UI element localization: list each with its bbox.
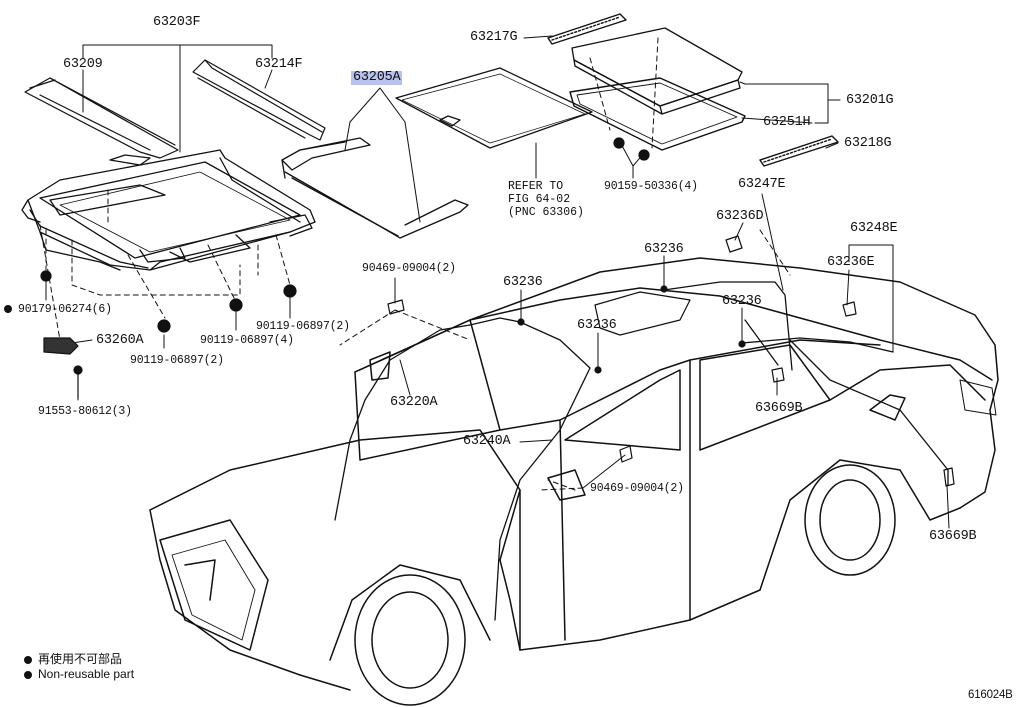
- legend-japanese-text: 再使用不可部品: [38, 652, 123, 666]
- sunroof-glass: [571, 27, 743, 115]
- label-63220A: 63220A: [390, 395, 438, 410]
- sunroof-housing: [21, 149, 316, 271]
- left-fasteners: [40, 270, 297, 399]
- legend-dot: [24, 655, 32, 664]
- car-sunroof-opening: [594, 291, 691, 336]
- front-frame: [192, 59, 326, 141]
- legend-japanese: 再使用不可部品: [24, 650, 122, 667]
- label-90159-50336: 90159-50336(4): [604, 180, 698, 193]
- hose-end-parts: [387, 235, 955, 487]
- glass-screws: [613, 137, 650, 161]
- sunshade-panel: [395, 67, 593, 149]
- weatherstrip-front: [547, 13, 627, 45]
- label-63205A: 63205A: [351, 70, 403, 85]
- label-90119-06897-a: 90119-06897(2): [130, 354, 224, 367]
- label-63209: 63209: [63, 57, 103, 72]
- label-63201G: 63201G: [846, 93, 894, 108]
- label-63218G: 63218G: [844, 136, 892, 151]
- drain-hoses: [334, 281, 949, 621]
- label-63236-windshield: 63236: [503, 275, 543, 290]
- label-63248E: 63248E: [850, 221, 898, 236]
- label-90119-06897-c: 90119-06897(2): [256, 320, 350, 333]
- label-91553-80612: 91553-80612(3): [38, 405, 132, 418]
- figure-id: 616024B: [968, 689, 1013, 701]
- label-90469-upper: 90469-09004(2): [362, 262, 456, 275]
- label-90179-06274: 90179-06274(6): [4, 303, 112, 317]
- reference-line-2: FIG 64-02: [508, 193, 571, 206]
- label-63247E: 63247E: [738, 177, 786, 192]
- label-63240A: 63240A: [463, 434, 511, 449]
- label-63260A: 63260A: [96, 333, 144, 348]
- label-63236-rear: 63236: [722, 294, 762, 309]
- reference-note: REFER TO FIG 64-02 (PNC 63306): [508, 180, 584, 219]
- wind-deflector: [24, 77, 179, 159]
- label-63251H: 63251H: [763, 115, 811, 130]
- reference-line-3: (PNC 63306): [508, 206, 584, 219]
- non-reusable-dot: [4, 304, 12, 313]
- legend-english-text: Non-reusable part: [38, 667, 135, 681]
- shade-rail-frame: [281, 137, 469, 239]
- label-63236D: 63236D: [716, 209, 764, 224]
- label-63236-pillar: 63236: [577, 318, 617, 333]
- label-63203F: 63203F: [153, 15, 201, 30]
- label-90119-06897-b: 90119-06897(4): [200, 334, 294, 347]
- label-63236E: 63236E: [827, 255, 875, 270]
- label-63236-roof: 63236: [644, 242, 684, 257]
- reference-line-1: REFER TO: [508, 180, 564, 193]
- label-63669B-lower: 63669B: [929, 529, 977, 544]
- label-90469-lower: 90469-09004(2): [590, 482, 684, 495]
- car-body: [149, 257, 999, 706]
- weatherstrip-rear: [759, 135, 839, 167]
- hose-clips: [517, 285, 746, 374]
- glass-seal: [569, 77, 746, 151]
- legend-dot: [24, 670, 32, 679]
- legend-english: Non-reusable part: [24, 667, 134, 681]
- leader-lines: [39, 35, 950, 529]
- label-63214F: 63214F: [255, 57, 303, 72]
- label-90179-text: 90179-06274(6): [18, 303, 112, 316]
- label-63217G: 63217G: [470, 30, 518, 45]
- label-63669B-upper: 63669B: [755, 401, 803, 416]
